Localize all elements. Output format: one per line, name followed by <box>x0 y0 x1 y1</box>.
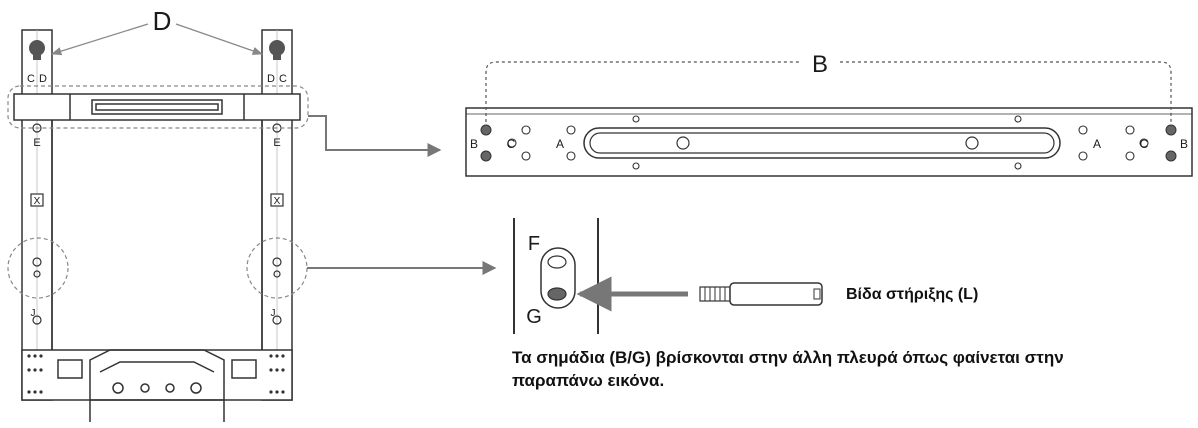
label-e-right: E <box>273 137 280 149</box>
b-dashed-connector <box>485 61 1172 122</box>
stand-frame <box>13 29 301 422</box>
post-holes <box>32 123 282 325</box>
arrow-to-bracket <box>308 115 442 157</box>
marker-g-hole <box>547 287 567 301</box>
label-x-left: X <box>34 196 41 207</box>
label-d-right-post: D <box>267 73 275 85</box>
bracket-marked-holes-b <box>480 124 1177 162</box>
bracket-label-b-left: B <box>470 137 478 151</box>
bracket-label-a-left: A <box>556 137 564 151</box>
x-box-right <box>270 193 284 207</box>
keyhole-slot-left <box>29 40 45 60</box>
pointer-d-right <box>175 23 263 55</box>
keyhole-slot-right <box>269 40 285 60</box>
slot-label-f: F <box>528 233 540 255</box>
label-x-right: X <box>274 196 281 207</box>
label-e-left: E <box>33 137 40 149</box>
highlight-left-slot <box>7 237 69 299</box>
x-box-left <box>30 193 44 207</box>
screw-label: Βίδα στήριξης (L) <box>846 286 979 303</box>
bracket-holes <box>507 115 1149 170</box>
post-dots <box>27 354 285 394</box>
caption-line-2: παραπάνω εικόνα. <box>512 371 665 390</box>
label-c-left-post: C <box>27 73 35 85</box>
label-j-left: J <box>31 308 36 319</box>
label-j-right: J <box>271 308 276 319</box>
label-b-top: B <box>812 51 828 78</box>
label-c-right-post: C <box>279 73 287 85</box>
caption-line-1: Τα σημάδια (B/G) βρίσκονται στην άλλη πλ… <box>512 348 1064 367</box>
support-screw <box>699 282 823 306</box>
bracket-label-b-right: B <box>1180 137 1188 151</box>
bracket-label-c-right: C <box>1140 137 1149 151</box>
slot-detail <box>513 218 599 334</box>
label-d-left-post: D <box>39 73 47 85</box>
mounting-bracket <box>465 107 1193 177</box>
bracket-label-a-right: A <box>1093 137 1101 151</box>
slot-label-g: G <box>526 306 542 328</box>
bracket-label-c-left: C <box>507 137 516 151</box>
highlight-crossbar <box>7 85 309 129</box>
pointer-d-left <box>51 23 149 56</box>
label-d-top: D <box>153 6 172 36</box>
caption: Τα σημάδια (B/G) βρίσκονται στην άλλη πλ… <box>512 346 1192 392</box>
